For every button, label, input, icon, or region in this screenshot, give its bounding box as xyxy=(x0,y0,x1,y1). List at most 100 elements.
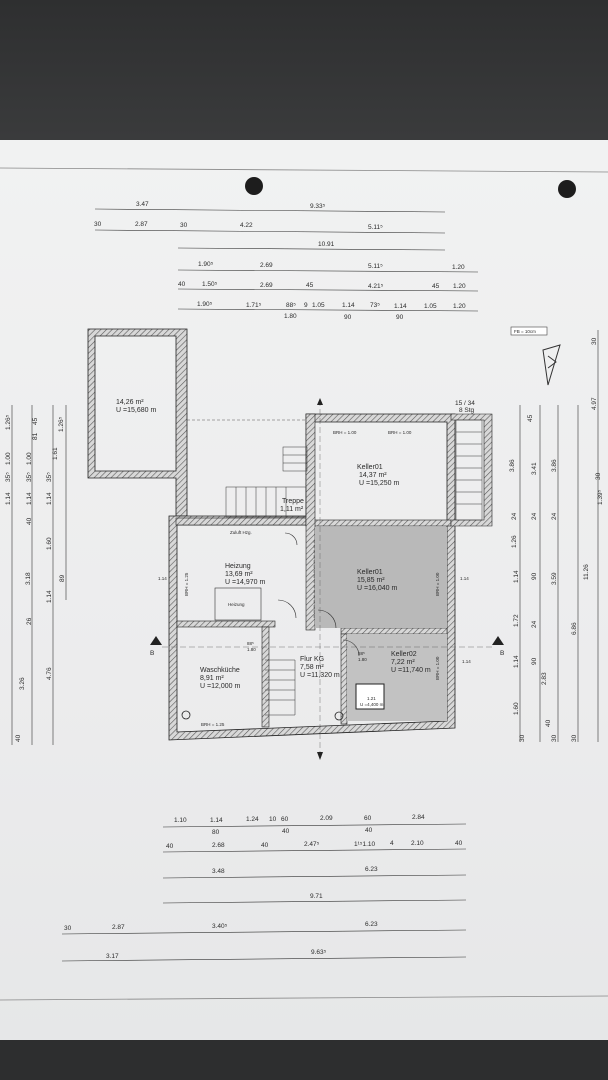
svg-text:14,37 m²: 14,37 m² xyxy=(359,472,387,479)
dim-label: 6.23 xyxy=(365,921,378,928)
room-keller01-mid: Keller01 15,85 m² U =16,040 m xyxy=(357,569,397,592)
dim-label: 5.11⁵ xyxy=(368,263,383,270)
dim-label: 45 xyxy=(306,282,314,289)
svg-text:1.14: 1.14 xyxy=(513,655,520,668)
dim-label: 3.17 xyxy=(106,953,119,960)
dim-label: 2.87 xyxy=(135,221,148,228)
dim-label: 80 xyxy=(212,829,220,836)
dim-label: 88⁵ xyxy=(286,302,296,309)
plan-dim: U =4,400 m xyxy=(360,702,384,707)
svg-text:1.14: 1.14 xyxy=(5,492,12,505)
brh-label: BRH = 1.00 xyxy=(435,656,440,680)
svg-text:U =11,740 m: U =11,740 m xyxy=(391,667,431,674)
svg-text:3.86: 3.86 xyxy=(509,459,516,472)
sheet-edge-line xyxy=(0,995,608,1001)
dim-label: 40 xyxy=(365,827,373,834)
dim-label: 9.63⁵ xyxy=(311,949,327,956)
svg-text:1.00: 1.00 xyxy=(5,452,12,465)
room-treppe: Treppe 1,11 m² xyxy=(280,498,304,513)
svg-text:Heizung: Heizung xyxy=(225,563,251,570)
svg-text:B: B xyxy=(500,650,504,657)
section-arrow-icon xyxy=(317,752,323,760)
svg-text:U =11,320 m: U =11,320 m xyxy=(300,672,340,679)
svg-text:1.14: 1.14 xyxy=(46,492,53,505)
dim-label: 4.21⁵ xyxy=(368,283,384,290)
svg-text:8,91 m²: 8,91 m² xyxy=(200,675,224,682)
dim-label: 3.48 xyxy=(212,868,225,875)
svg-text:26: 26 xyxy=(26,617,33,625)
dim-label: 1.14 xyxy=(342,302,355,309)
dim-label: 9.71 xyxy=(310,893,323,900)
scale-box xyxy=(510,326,548,336)
svg-text:45: 45 xyxy=(32,417,39,425)
technical-shaft xyxy=(355,683,385,710)
bottom-dimension-text: 1.10 1.14 1.24 10 60 2.09 60 2.84 80 40 … xyxy=(64,814,463,960)
section-arrow-icon xyxy=(317,398,323,405)
right-dimension-text: 3.86 24 1.26 1.14 1.72 1.14 1.60 30 45 3… xyxy=(509,337,604,742)
projection-lines xyxy=(187,419,315,620)
svg-text:Flur KG: Flur KG xyxy=(300,656,324,663)
room-keller02: Keller02 7,22 m² U =11,740 m xyxy=(391,651,431,674)
svg-text:3.59: 3.59 xyxy=(551,572,558,585)
floor-plan-drawing: 3.47 9.33⁵ 30 2.87 30 4.22 5.11⁵ 10.91 1… xyxy=(0,167,608,1001)
brh-label: BRH = 1.00 xyxy=(435,572,440,596)
svg-text:3.26: 3.26 xyxy=(19,677,26,690)
floor-plan-sheet: 3.47 9.33⁵ 30 2.87 30 4.22 5.11⁵ 10.91 1… xyxy=(0,140,608,1040)
dim-label: 1.71⁵ xyxy=(246,302,262,309)
svg-text:24: 24 xyxy=(511,512,518,520)
wall-layer xyxy=(87,328,493,741)
dim-label: 1.14 xyxy=(210,817,223,824)
svg-text:81: 81 xyxy=(32,432,39,440)
svg-text:U =12,000 m: U =12,000 m xyxy=(200,683,240,690)
dim-label: 9.33⁵ xyxy=(310,203,326,210)
plan-dim: 1.21 xyxy=(367,696,376,701)
svg-text:Keller02: Keller02 xyxy=(391,651,417,658)
svg-text:1.14: 1.14 xyxy=(26,492,33,505)
top-dimension-chains xyxy=(94,208,479,312)
dim-label: 1.14 xyxy=(394,303,407,310)
svg-text:24: 24 xyxy=(551,512,558,520)
dim-label: 60 xyxy=(364,815,372,822)
svg-text:3.86: 3.86 xyxy=(551,459,558,472)
svg-text:14,26 m²: 14,26 m² xyxy=(116,399,144,406)
svg-text:7,22 m²: 7,22 m² xyxy=(391,659,415,666)
svg-text:45: 45 xyxy=(527,414,534,422)
svg-text:1.26⁵: 1.26⁵ xyxy=(5,414,12,430)
dim-label: 1.20 xyxy=(453,283,466,290)
dim-label: 2.87 xyxy=(112,924,125,931)
svg-text:6.86: 6.86 xyxy=(571,622,578,635)
plan-dim: 1.80 xyxy=(247,647,256,652)
svg-text:3.41: 3.41 xyxy=(531,462,538,475)
svg-text:35⁵: 35⁵ xyxy=(5,472,12,482)
left-dimension-text: 1.14 35⁵ 1.00 1.26⁵ 3.18 3.26 40 1.14 35… xyxy=(5,414,66,742)
dim-label: 4.22 xyxy=(240,222,253,229)
dim-label: 1.10 xyxy=(174,817,187,824)
dim-label: 40 xyxy=(261,842,269,849)
dim-label: 40 xyxy=(455,840,463,847)
dim-label: 30 xyxy=(180,222,188,229)
dim-label: 1.80 xyxy=(284,313,297,320)
left-dimension-chains xyxy=(11,405,67,745)
dim-label: 2.10 xyxy=(411,840,424,847)
svg-text:2.83: 2.83 xyxy=(541,672,548,685)
svg-text:Waschküche: Waschküche xyxy=(200,667,240,674)
dim-label: 6.23 xyxy=(365,866,378,873)
stair-count: 15 / 34 xyxy=(455,400,475,407)
svg-text:1.60: 1.60 xyxy=(513,702,520,715)
brh-label: BRH = 1.00 xyxy=(388,430,412,435)
drain-icon xyxy=(334,711,344,721)
svg-text:U =16,040 m: U =16,040 m xyxy=(357,585,397,592)
svg-text:Treppe: Treppe xyxy=(282,498,304,505)
dim-label: 1.24 xyxy=(246,816,259,823)
desk-background-bottom xyxy=(0,1040,608,1080)
svg-text:Keller01: Keller01 xyxy=(357,569,383,576)
svg-text:30: 30 xyxy=(571,734,578,742)
dim-label: 3.40⁵ xyxy=(212,923,228,930)
room-keller01-top: Keller01 14,37 m² U =15,250 m xyxy=(357,464,399,487)
svg-text:40: 40 xyxy=(545,719,552,727)
zuluft-label: Zuluft Hzg. xyxy=(230,530,252,535)
room-heizung: Heizung 13,69 m² U =14,970 m xyxy=(225,563,265,586)
room-flur: Flur KG 7,58 m² U =11,320 m xyxy=(300,656,340,679)
dim-label: 40 xyxy=(282,828,290,835)
dim-label: 2.69 xyxy=(260,282,273,289)
